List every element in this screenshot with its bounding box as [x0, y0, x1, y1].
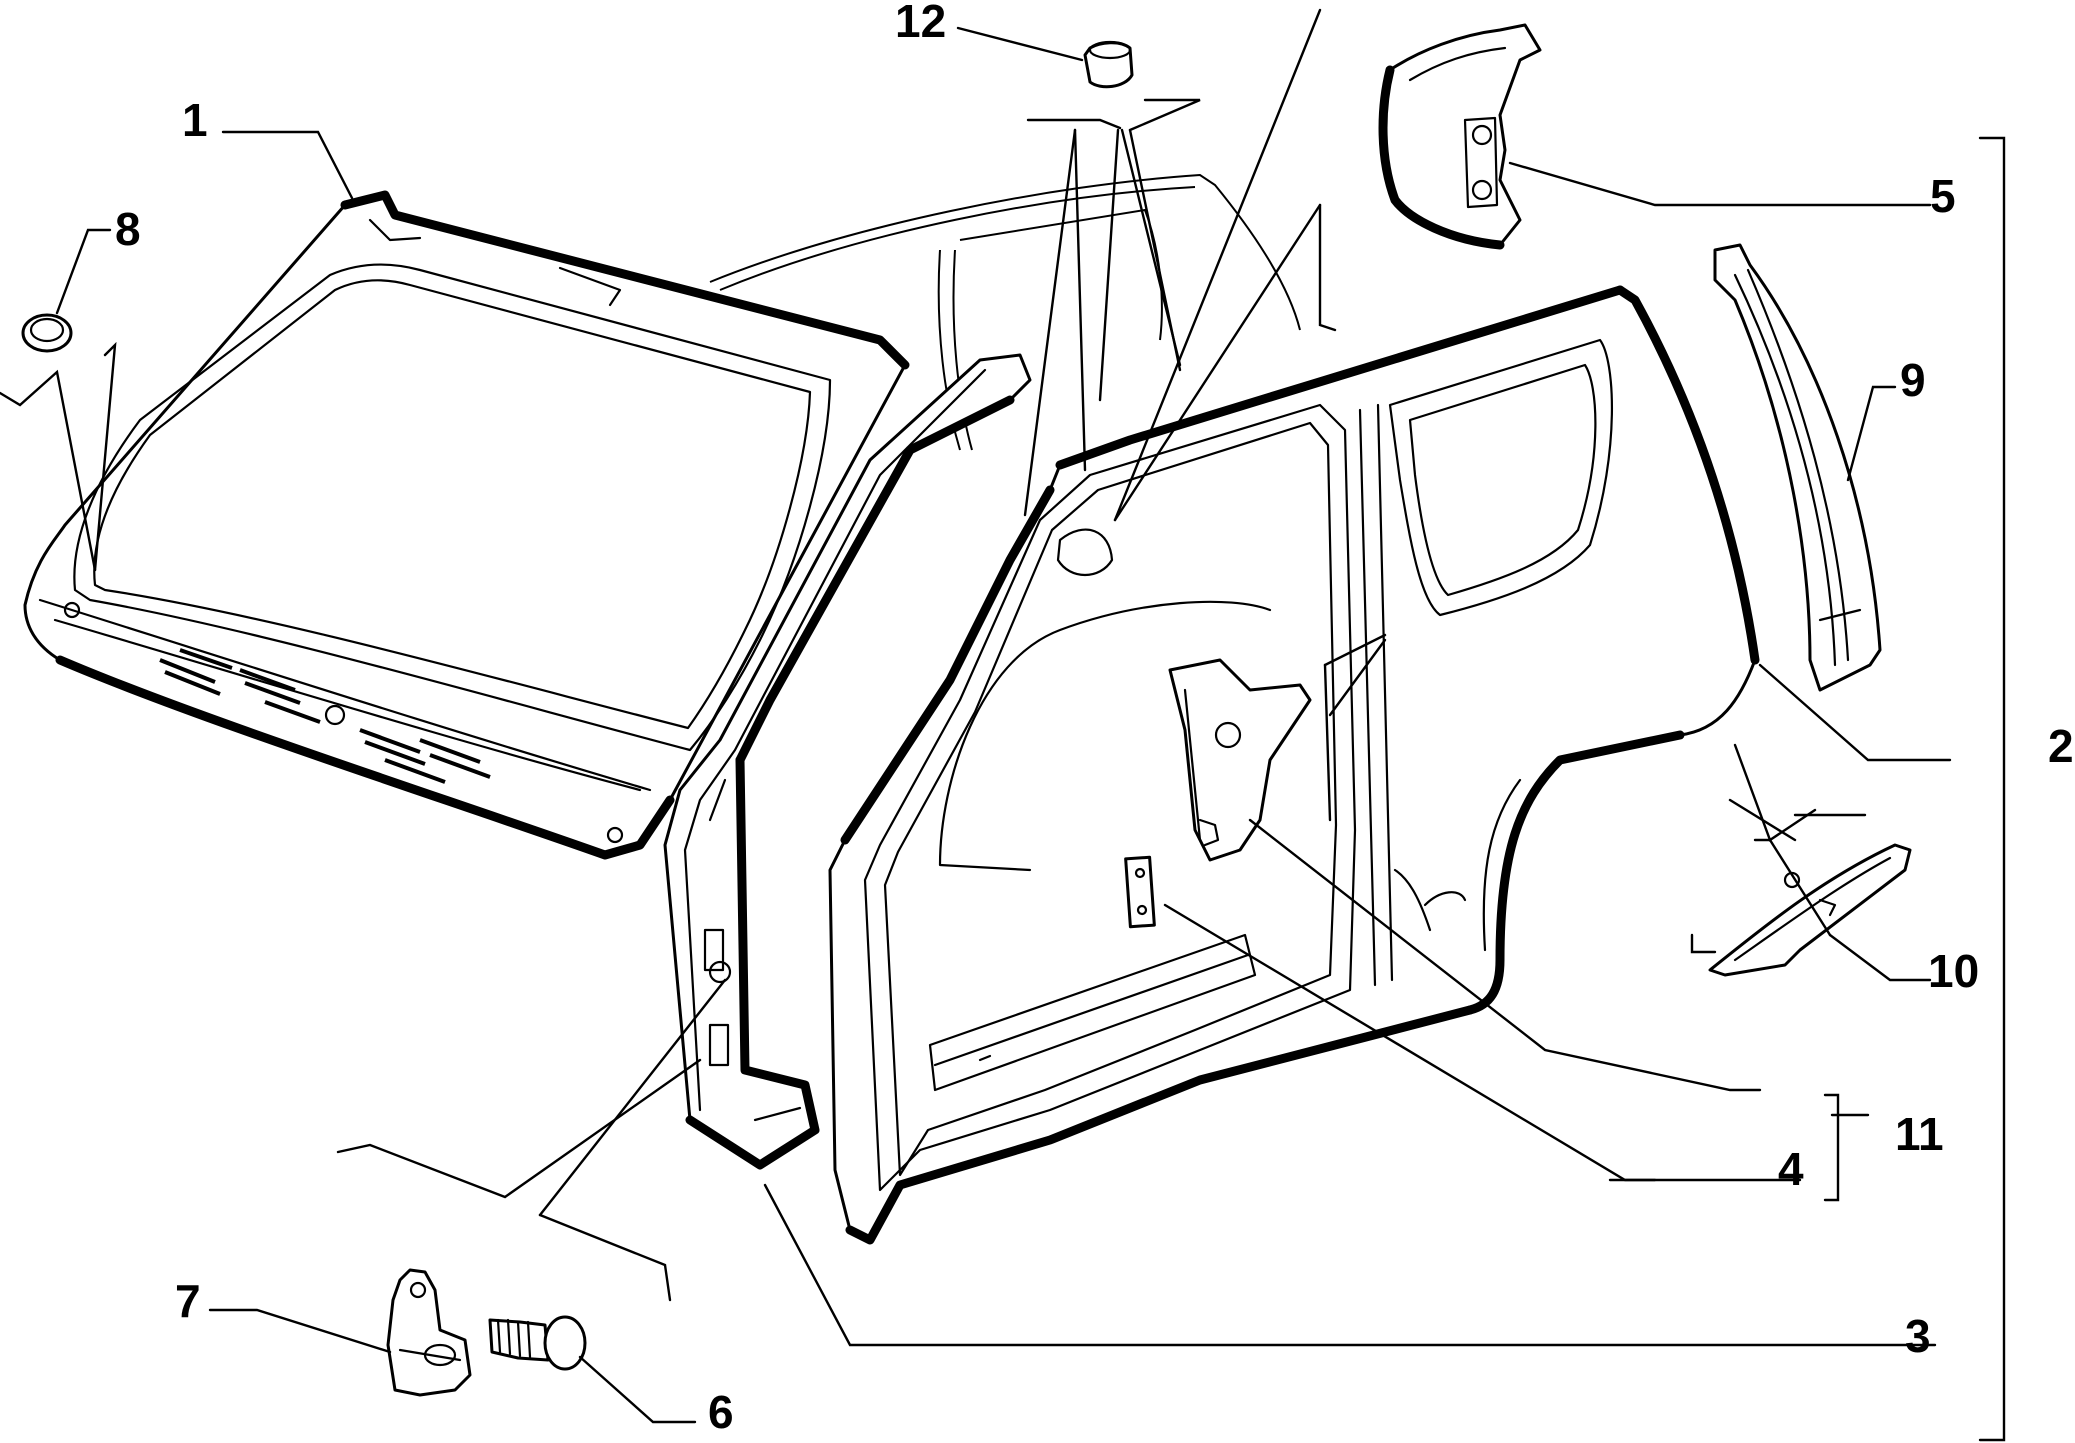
rear-pillar-reinforcement-part [1713, 243, 1882, 692]
door-pillar-part [663, 353, 1032, 1170]
callout-7: 7 [175, 1275, 201, 1327]
callout-5: 5 [1930, 170, 1956, 222]
callout-1: 1 [182, 94, 208, 146]
cowl-vent-grille [159, 648, 491, 784]
rear-corner-bracket-part [1378, 23, 1542, 250]
callout-12: 12 [895, 0, 946, 47]
wheel-arch-gusset-part [1708, 843, 1912, 977]
screw-part [488, 1315, 587, 1371]
leader-lines [0, 8, 2006, 1442]
side-body-panel-part [828, 285, 1760, 1245]
rubber-plug-part [21, 313, 73, 353]
callout-4: 4 [1778, 1143, 1804, 1195]
callout-6: 6 [708, 1386, 734, 1438]
callout-labels: 1 2 3 4 5 6 7 8 9 10 11 12 [115, 0, 2074, 1438]
pillar-reinforcement-part [1168, 658, 1312, 862]
callout-8: 8 [115, 203, 141, 255]
windshield-frame-part [23, 190, 910, 860]
plug-cap-part [1083, 40, 1134, 89]
small-bracket-part [1124, 855, 1156, 929]
door-check-hinge-part [386, 1268, 472, 1397]
callout-9: 9 [1900, 354, 1926, 406]
callout-11: 11 [1895, 1108, 1944, 1160]
callout-10: 10 [1928, 945, 1979, 997]
callout-2: 2 [2048, 720, 2074, 772]
callout-3: 3 [1905, 1310, 1931, 1362]
